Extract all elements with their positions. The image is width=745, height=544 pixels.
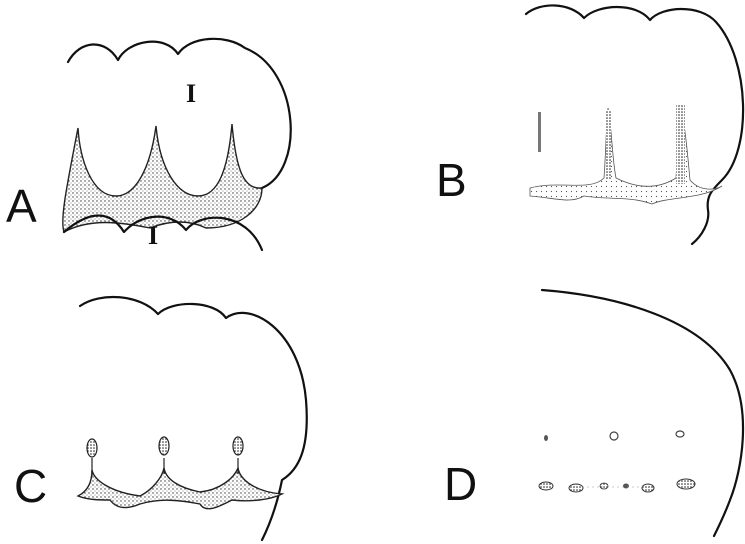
panel-c-nodule-3 — [233, 437, 243, 455]
panel-b-septum-3 — [676, 104, 685, 184]
panel-a-lower-label: I — [148, 221, 158, 250]
panel-d: D — [444, 290, 743, 536]
panel-c-letter: C — [14, 460, 47, 512]
panel-b-outline — [526, 5, 743, 244]
panel-a-upper-outline — [68, 39, 291, 192]
panel-c: C — [14, 297, 307, 540]
panel-d-spot-6 — [677, 479, 695, 489]
panel-d-spot-5 — [642, 484, 654, 492]
panel-d-dot-1 — [544, 435, 548, 441]
panel-d-dot-3 — [676, 431, 684, 437]
panel-a-letter: A — [6, 180, 37, 232]
panel-d-spot-1 — [539, 482, 553, 490]
panel-b: B — [436, 5, 743, 244]
panel-b-septum-2 — [606, 110, 611, 180]
panel-d-letter: D — [444, 458, 477, 510]
panel-b-stippled-band — [530, 104, 722, 204]
panel-c-nodule-2 — [159, 437, 169, 455]
panel-d-outline — [542, 290, 743, 536]
panel-d-spot-2 — [569, 484, 583, 492]
panel-d-spot-4 — [623, 484, 629, 489]
panel-b-septum-1 — [538, 112, 541, 152]
panel-a-upper-label: I — [186, 79, 196, 108]
panel-d-dot-2 — [610, 432, 618, 440]
panel-c-nodule-1 — [87, 439, 97, 457]
panel-a: A I I — [6, 39, 291, 250]
panel-c-stippled-band — [78, 468, 282, 509]
panel-b-letter: B — [436, 154, 467, 206]
panel-d-spot-3 — [600, 483, 608, 489]
